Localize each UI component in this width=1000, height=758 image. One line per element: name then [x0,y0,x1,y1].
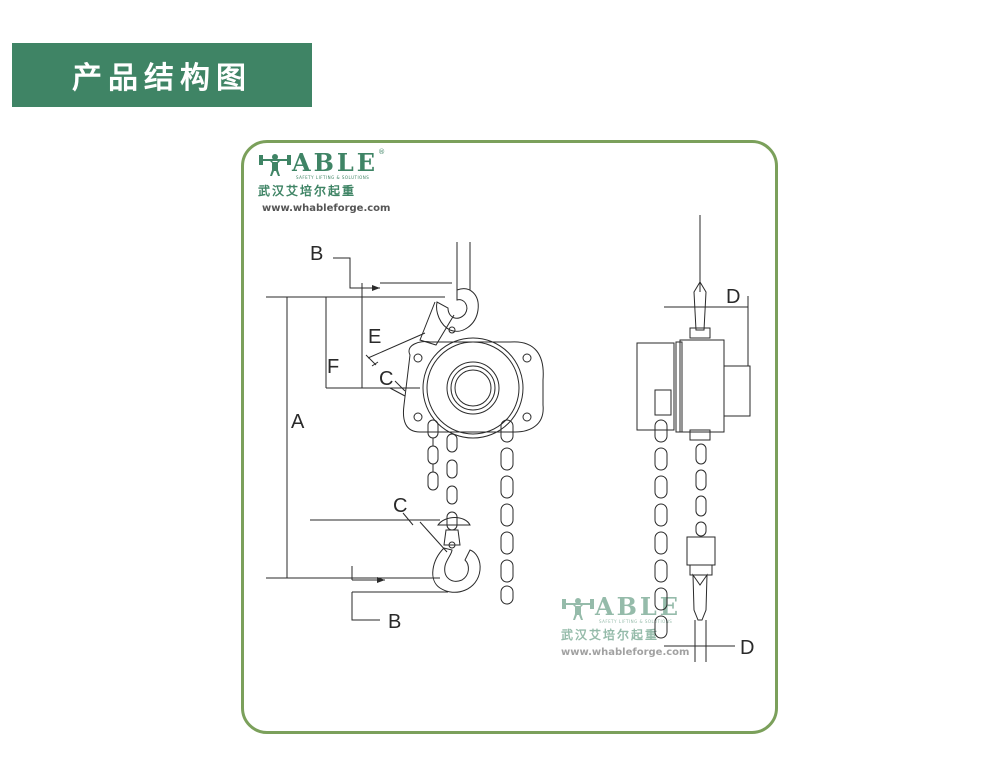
weightlifter-icon [562,598,594,620]
brand-logo: ABLE ® SAFETY LIFTING & SOLUTIONS 武汉艾培尔起… [258,148,391,214]
label-E: E [368,326,381,348]
label-B-top: B [310,243,323,265]
label-C-upper: C [379,368,393,390]
hand-chain-left [427,419,458,531]
watermark-url: www.whableforge.com [561,647,690,658]
label-D-top: D [726,286,740,308]
label-B-bottom: B [388,611,401,633]
weightlifter-icon [259,154,291,176]
label-A: A [291,411,305,433]
diagram-frame [241,140,778,734]
label-C-lower: C [393,495,407,517]
watermark-logo: ABLE SAFETY LIFTING & SOLUTIONS 武汉艾培尔起重 … [561,592,689,658]
logo-tagline: SAFETY LIFTING & SOLUTIONS [296,175,370,180]
page-title: 产品结构图 [72,61,252,96]
watermark-chinese-name: 武汉艾培尔起重 [561,628,660,642]
logo-chinese-name: 武汉艾培尔起重 [258,184,357,198]
side-view [636,215,751,662]
logo-url: www.whableforge.com [262,203,391,214]
top-hook [419,288,479,346]
label-D-bottom: D [740,637,754,659]
watermark-brand: ABLE [595,592,682,621]
logo-brand: ABLE [292,148,379,177]
bottom-hook [419,517,481,593]
label-F: F [327,356,339,378]
hoist-body [402,337,544,439]
title-banner: 产品结构图 [12,43,312,107]
watermark-tagline: SAFETY LIFTING & SOLUTIONS [599,619,673,624]
load-chain [500,419,514,605]
